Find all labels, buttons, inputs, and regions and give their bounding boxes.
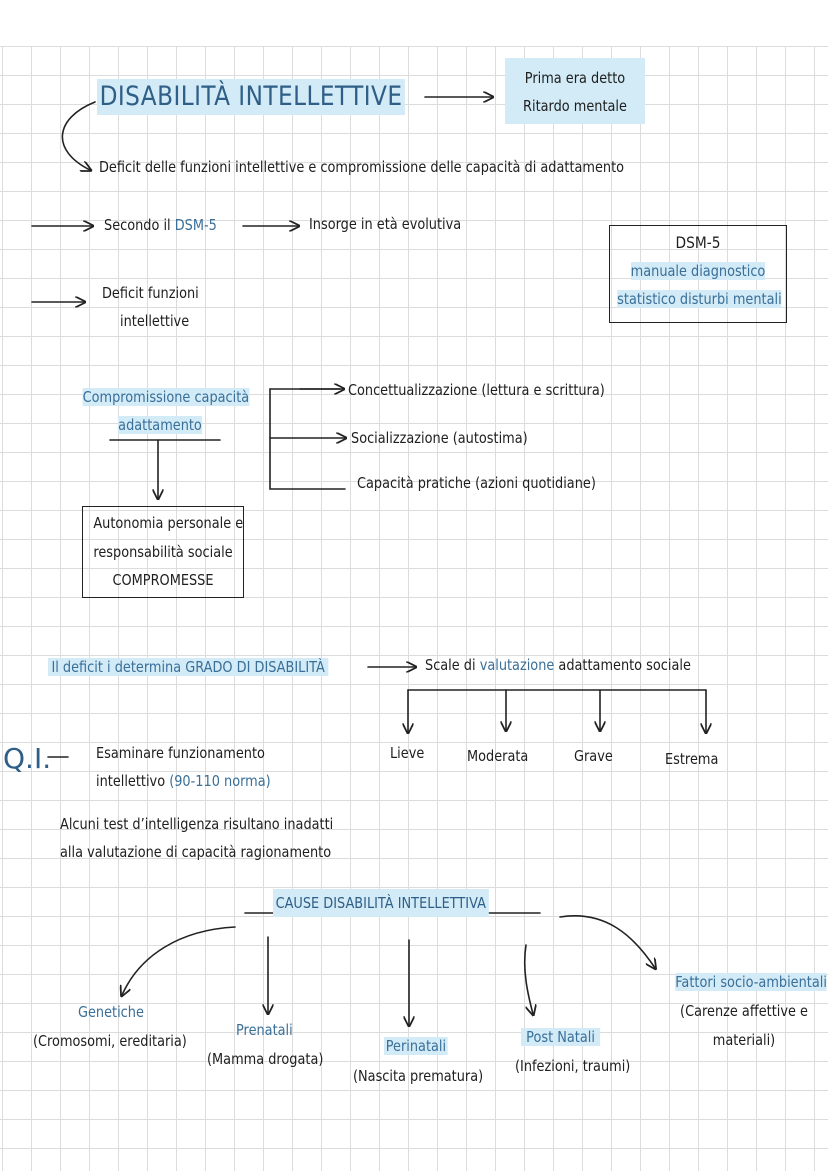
level-estrema: Estrema bbox=[665, 750, 719, 768]
arrow-fattori bbox=[559, 915, 655, 968]
qi-line2-prefix: intellettivo bbox=[96, 772, 170, 790]
cause-prenatali-name: Prenatali bbox=[236, 1021, 293, 1039]
dsm-term: DSM-5 bbox=[174, 216, 217, 234]
deficit-funzioni-line2: intellettive bbox=[120, 312, 190, 330]
scale-suffix: adattamento sociale bbox=[554, 656, 691, 674]
cause-fattori-detail: (Carenze affettive e bbox=[680, 1002, 808, 1020]
test-line2: alla valutazione di capacità ragionament… bbox=[60, 843, 332, 861]
autonomia-line3: COMPROMESSE bbox=[112, 571, 214, 589]
deficit-funzioni-line1: Deficit funzioni bbox=[102, 284, 199, 302]
scale-text: Scale di valutazione adattamento sociale bbox=[425, 651, 691, 679]
qi-norm-range: (90-110 norma) bbox=[169, 772, 271, 790]
secondo-dsm-text: Secondo il DSM-5 bbox=[104, 211, 217, 239]
page-title: DISABILITÀ INTELLETTIVE bbox=[97, 79, 406, 115]
dsm-box-line2: statistico disturbi mentali bbox=[617, 290, 782, 308]
level-grave: Grave bbox=[574, 747, 613, 765]
level-moderata: Moderata bbox=[467, 747, 529, 765]
cause-fattori-name: Fattori socio-ambientali bbox=[675, 973, 827, 991]
scale-prefix: Scale di bbox=[425, 656, 480, 674]
qi-line1: Esaminare funzionamento bbox=[96, 744, 265, 762]
arrow-postnatali bbox=[523, 944, 533, 1014]
cause-genetiche-name: Genetiche bbox=[78, 1003, 144, 1021]
bracket-adattamento bbox=[269, 388, 346, 490]
cause-fattori-detail2: materiali) bbox=[712, 1031, 776, 1049]
dsm-definition-box bbox=[609, 225, 787, 323]
level-lieve: Lieve bbox=[390, 744, 425, 762]
arrow-genetiche bbox=[122, 926, 236, 995]
branch-capacita-pratiche: Capacità pratiche (azioni quotidiane) bbox=[357, 474, 596, 492]
former-name-note bbox=[505, 58, 645, 124]
cause-prenatali-detail: (Mamma drogata) bbox=[207, 1050, 324, 1068]
former-name-line1: Prima era detto bbox=[524, 69, 626, 87]
cause-genetiche-detail: (Cromosomi, ereditaria) bbox=[33, 1032, 187, 1050]
qi-line2: intellettivo (90-110 norma) bbox=[96, 767, 271, 795]
adattamento-line1: Compromissione capacità bbox=[82, 388, 250, 406]
causes-title: CAUSE DISABILITÀ INTELLETTIVA bbox=[273, 889, 489, 917]
definition-text: Deficit delle funzioni intellettive e co… bbox=[99, 158, 625, 176]
dsm-box-line1: manuale diagnostico bbox=[630, 262, 766, 280]
page-top-margin bbox=[0, 0, 828, 46]
cause-perinatali-name: Perinatali bbox=[384, 1037, 448, 1055]
cause-perinatali-detail: (Nascita prematura) bbox=[353, 1067, 484, 1085]
qi-label: Q.I. bbox=[3, 742, 52, 775]
former-name-line2: Ritardo mentale bbox=[523, 97, 627, 115]
branch-socializzazione: Socializzazione (autostima) bbox=[351, 429, 528, 447]
cause-postnatali-detail: (Infezioni, traumi) bbox=[515, 1057, 631, 1075]
autonomia-box bbox=[82, 506, 244, 598]
arrow-title-to-definition bbox=[61, 101, 96, 170]
grado-text: Il deficit i determina GRADO DI DISABILI… bbox=[48, 653, 329, 681]
scale-term: valutazione bbox=[479, 656, 555, 674]
branch-concettualizzazione: Concettualizzazione (lettura e scrittura… bbox=[348, 381, 605, 399]
adattamento-line2: adattamento bbox=[118, 416, 202, 434]
test-line1: Alcuni test d’intelligenza risultano ina… bbox=[60, 815, 334, 833]
dsm-box-title: DSM-5 bbox=[675, 233, 721, 252]
cause-postnatali-name: Post Natali bbox=[521, 1023, 601, 1051]
autonomia-line1: Autonomia personale e bbox=[93, 514, 244, 532]
autonomia-line2: responsabilità sociale bbox=[93, 543, 233, 561]
onset-text: Insorge in età evolutiva bbox=[309, 215, 462, 233]
secondo-prefix: Secondo il bbox=[104, 216, 175, 234]
